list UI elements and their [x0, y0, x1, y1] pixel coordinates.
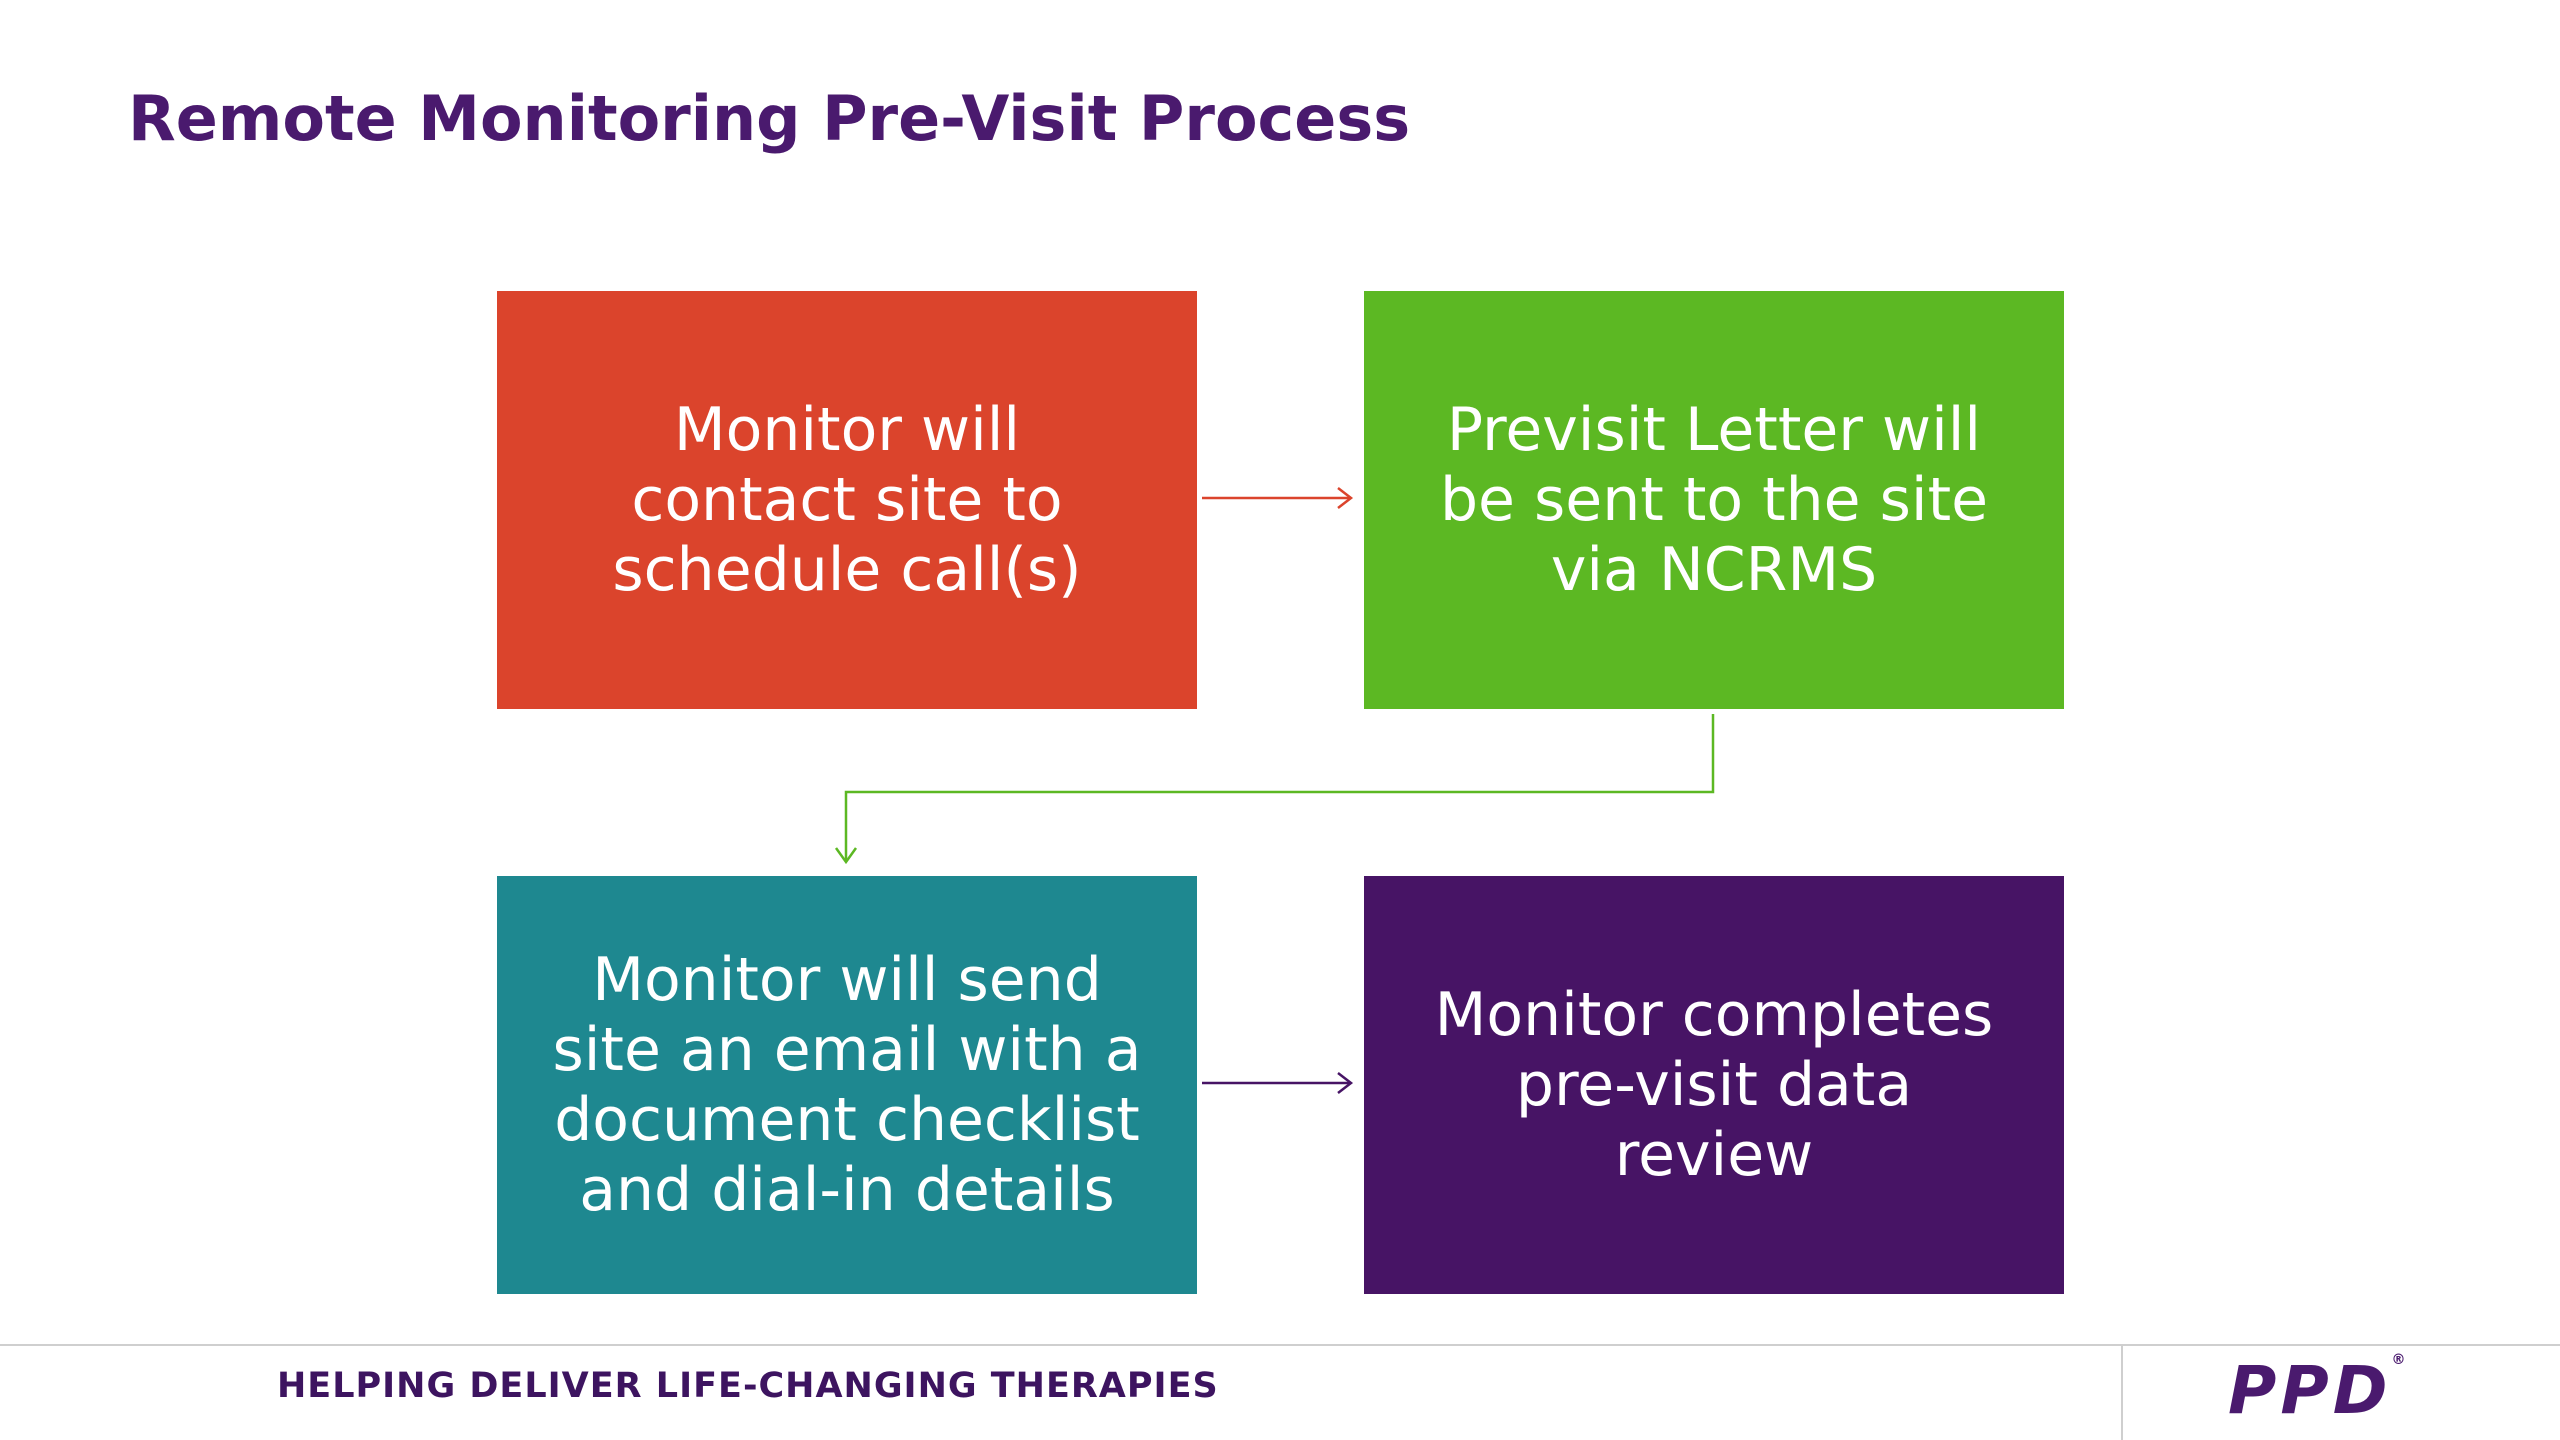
- step-4-line: Monitor completes: [1434, 980, 1994, 1050]
- step-3-line: site an email with a: [552, 1015, 1142, 1085]
- footer-tagline: HELPING DELIVER LIFE-CHANGING THERAPIES: [277, 1366, 1219, 1406]
- arrow-step3-to-step4: [1202, 1072, 1354, 1094]
- step-4-line: pre-visit data: [1515, 1050, 1913, 1120]
- step-4-text: Monitor completes pre-visit data review: [1435, 980, 1994, 1190]
- step-2-line: be sent to the site: [1439, 465, 1989, 535]
- footer-rule: [0, 1344, 2560, 1346]
- arrow-step2-to-step3: [834, 714, 1715, 865]
- step-1-box: Monitor will contact site to schedule ca…: [497, 291, 1197, 709]
- ppd-logo-mark: ®: [2391, 1352, 2406, 1368]
- footer-divider: [2121, 1346, 2123, 1440]
- step-3-line: Monitor will send: [592, 945, 1102, 1015]
- step-2-line: via NCRMS: [1550, 535, 1878, 605]
- step-1-line: schedule call(s): [612, 535, 1082, 605]
- step-2-text: Previsit Letter will be sent to the site…: [1440, 395, 1988, 605]
- step-3-line: and dial-in details: [579, 1155, 1115, 1225]
- step-3-text: Monitor will send site an email with a d…: [553, 945, 1142, 1225]
- step-1-text: Monitor will contact site to schedule ca…: [612, 395, 1081, 605]
- step-4-box: Monitor completes pre-visit data review: [1364, 876, 2064, 1294]
- step-3-line: document checklist: [554, 1085, 1140, 1155]
- step-2-line: Previsit Letter will: [1446, 395, 1982, 465]
- step-1-line: Monitor will: [673, 395, 1021, 465]
- ppd-logo: PPD®: [2228, 1352, 2406, 1429]
- slide-title: Remote Monitoring Pre-Visit Process: [128, 82, 1411, 155]
- step-3-box: Monitor will send site an email with a d…: [497, 876, 1197, 1294]
- ppd-logo-text: PPD: [2228, 1352, 2392, 1429]
- arrow-step1-to-step2: [1202, 487, 1354, 509]
- step-4-line: review: [1614, 1120, 1814, 1190]
- step-2-box: Previsit Letter will be sent to the site…: [1364, 291, 2064, 709]
- step-1-line: contact site to: [631, 465, 1063, 535]
